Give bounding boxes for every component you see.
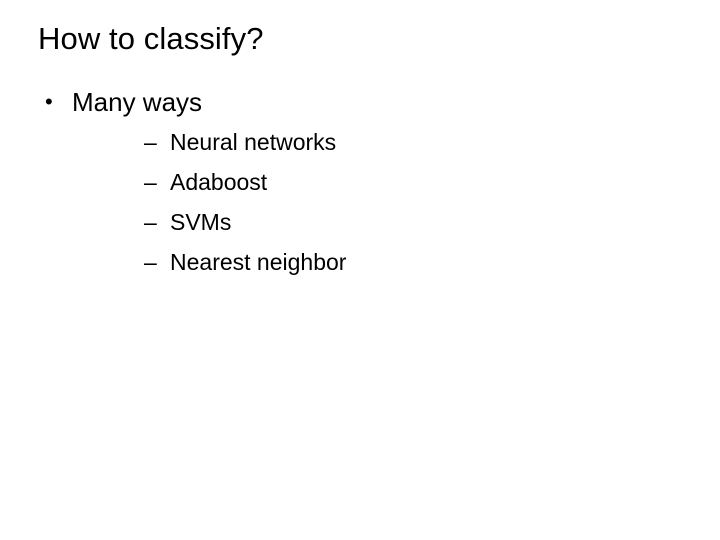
bullet-level2-item-svms: – SVMs xyxy=(72,202,720,242)
slide-title: How to classify? xyxy=(38,21,264,56)
bullet-level2-label-nearest-neighbor: Nearest neighbor xyxy=(170,249,347,275)
bullet-level2-item-nearest-neighbor: – Nearest neighbor xyxy=(72,242,720,282)
bullet-dash-icon: – xyxy=(144,169,157,195)
bullet-level2-label-neural-networks: Neural networks xyxy=(170,129,337,155)
bullet-level2-item-neural-networks: – Neural networks xyxy=(72,122,720,162)
bullet-level2-list: – Neural networks – Adaboost – SVMs – Ne… xyxy=(72,122,720,282)
bullet-level2-label-adaboost: Adaboost xyxy=(170,169,268,195)
bullet-level2-label-svms: SVMs xyxy=(170,209,232,235)
bullet-level1-item: • Many ways – Neural networks – Adaboost… xyxy=(0,82,720,282)
bullet-dash-icon: – xyxy=(144,249,157,275)
bullet-dash-icon: – xyxy=(144,129,157,155)
bullet-level1-label: Many ways xyxy=(72,87,203,117)
bullet-level2-item-adaboost: – Adaboost xyxy=(72,162,720,202)
bullet-dot-icon: • xyxy=(45,89,53,114)
bullet-dash-icon: – xyxy=(144,209,157,235)
slide-body-content: • Many ways – Neural networks – Adaboost… xyxy=(0,82,720,282)
